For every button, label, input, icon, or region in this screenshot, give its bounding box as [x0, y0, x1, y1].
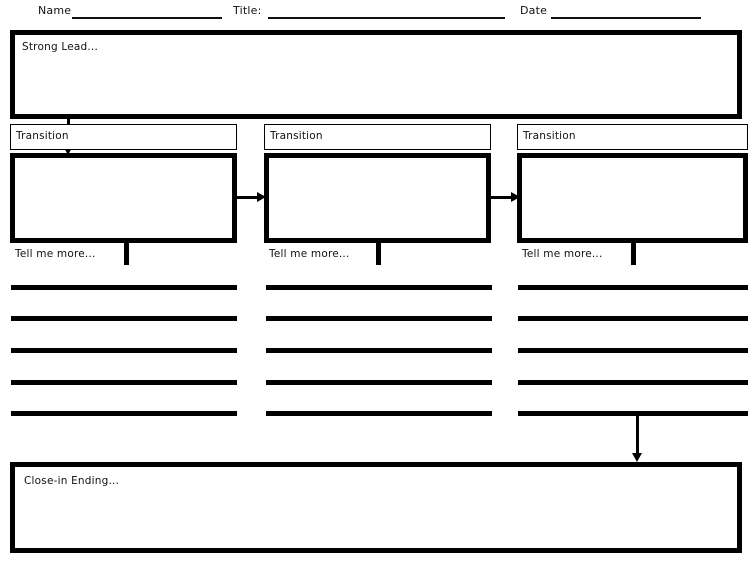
write-line[interactable] [518, 348, 748, 353]
transition-box-1[interactable]: Transition [10, 124, 237, 150]
name-input-rule[interactable] [72, 17, 222, 19]
tick-mark-1 [124, 243, 129, 265]
title-label: Title: [233, 4, 262, 17]
write-line[interactable] [518, 285, 748, 290]
write-line[interactable] [518, 380, 748, 385]
tell-me-more-label-3: Tell me more... [522, 248, 603, 260]
write-line[interactable] [11, 316, 237, 321]
transition-box-2[interactable]: Transition [264, 124, 491, 150]
transition-label-2: Transition [270, 130, 323, 142]
tell-me-more-label-1: Tell me more... [15, 248, 96, 260]
detail-box-2[interactable] [264, 153, 491, 243]
strong-lead-box[interactable]: Strong Lead... [10, 30, 742, 119]
date-input-rule[interactable] [551, 17, 701, 19]
write-line[interactable] [266, 411, 492, 416]
title-input-rule[interactable] [268, 17, 505, 19]
write-line[interactable] [11, 380, 237, 385]
write-line[interactable] [11, 411, 237, 416]
detail-box-3[interactable] [517, 153, 748, 243]
arrow-column-2-to-3 [491, 191, 520, 203]
close-in-ending-label: Close-in Ending... [24, 475, 120, 487]
date-label: Date [520, 4, 548, 17]
write-line[interactable] [11, 285, 237, 290]
name-label: Name [38, 4, 72, 17]
transition-label-3: Transition [523, 130, 576, 142]
arrow-to-ending-box [632, 416, 642, 462]
write-line[interactable] [266, 316, 492, 321]
write-line[interactable] [266, 348, 492, 353]
transition-box-3[interactable]: Transition [517, 124, 748, 150]
arrow-column-1-to-2 [237, 191, 266, 203]
strong-lead-label: Strong Lead... [22, 41, 98, 53]
write-line[interactable] [266, 380, 492, 385]
write-line[interactable] [266, 285, 492, 290]
write-line[interactable] [11, 348, 237, 353]
write-line[interactable] [518, 316, 748, 321]
write-line[interactable] [518, 411, 748, 416]
close-in-ending-box[interactable]: Close-in Ending... [10, 462, 742, 553]
tick-mark-2 [376, 243, 381, 265]
detail-box-1[interactable] [10, 153, 237, 243]
tick-mark-3 [631, 243, 636, 265]
transition-label-1: Transition [16, 130, 69, 142]
tell-me-more-label-2: Tell me more... [269, 248, 350, 260]
